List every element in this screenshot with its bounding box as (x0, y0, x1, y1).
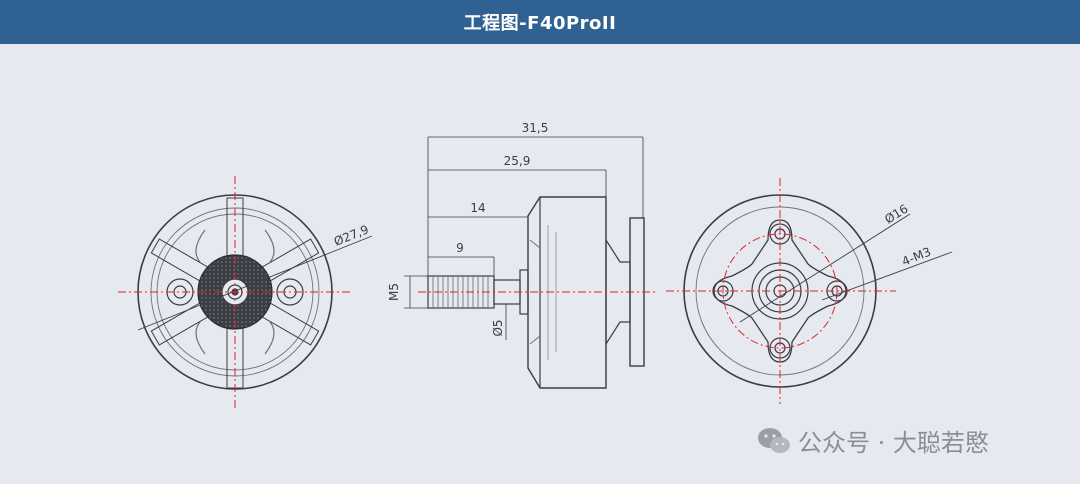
title-bar: 工程图-F40ProII (0, 0, 1080, 44)
dim-m5-thread: M5 (387, 283, 401, 301)
engineering-drawing: Ø27,9 (118, 121, 953, 410)
dim-shaft-length: 14 (470, 201, 485, 215)
dim-diameter-27-9: Ø27,9 (332, 222, 371, 249)
watermark-text: 公众号 · 大聪若愍 (798, 429, 989, 457)
front-view-centerlines (118, 176, 352, 410)
dim-body-length: 25,9 (504, 154, 531, 168)
dim-shaft-diameter: Ø5 (491, 319, 505, 336)
wechat-icon (758, 427, 790, 453)
side-view (404, 136, 645, 389)
dim-total-length: 31,5 (522, 121, 549, 135)
watermark: 公众号 · 大聪若愍 (756, 423, 989, 458)
rear-view-centerlines (666, 178, 896, 404)
dim-thread-length: 9 (456, 241, 464, 255)
page-title: 工程图-F40ProII (463, 13, 617, 34)
